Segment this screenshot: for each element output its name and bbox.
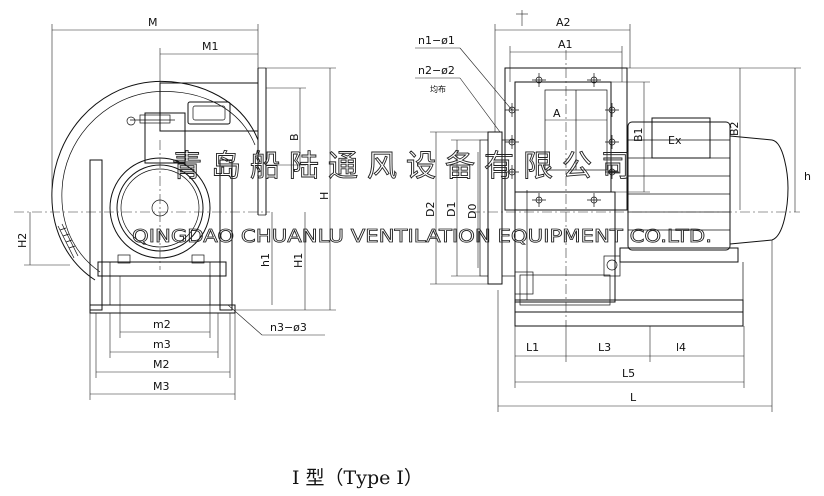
- dim-m2: m2: [153, 318, 171, 331]
- dim-M3: M3: [153, 380, 170, 393]
- dim-H2: H2: [16, 233, 29, 248]
- dim-M1: M1: [202, 40, 219, 53]
- left-view: M M1 B H H1 h1 H2 m2 m3: [14, 16, 336, 400]
- dim-A2: A2: [556, 16, 571, 29]
- dim-B2: B2: [728, 121, 741, 136]
- dim-H: H: [318, 192, 331, 200]
- dim-D0: D0: [466, 204, 479, 219]
- dim-L: L: [630, 391, 637, 404]
- dim-L1: L1: [526, 341, 539, 354]
- dim-l4: l4: [676, 341, 686, 354]
- dim-h1: h1: [259, 253, 272, 267]
- dim-B: B: [288, 133, 301, 141]
- dim-L3: L3: [598, 341, 611, 354]
- dim-H1: H1: [292, 253, 305, 268]
- dim-n2: n2−ø2: [418, 64, 455, 77]
- dim-D2: D2: [424, 202, 437, 217]
- right-view: Ex A2 A1 A B1 B2: [415, 10, 811, 412]
- dim-D1: D1: [445, 202, 458, 217]
- figure-caption: I 型（Type I）: [292, 467, 423, 489]
- dim-n1: n1−ø1: [418, 34, 455, 47]
- dim-A: A: [553, 107, 561, 120]
- dim-M: M: [148, 16, 158, 29]
- dim-A1: A1: [558, 38, 573, 51]
- dim-M2: M2: [153, 358, 170, 371]
- ex-mark: Ex: [668, 134, 682, 147]
- watermark-english: QINGDAO CHUANLU VENTILATION EQUIPMENT CO…: [132, 226, 712, 247]
- dim-B1: B1: [632, 127, 645, 142]
- dim-h: h: [804, 170, 811, 183]
- dim-n3: n3−ø3: [270, 321, 307, 334]
- watermark-chinese: 青岛船陆通风设备有限公司: [172, 149, 640, 184]
- dim-n2-note: 均布: [430, 84, 446, 94]
- dim-L5: L5: [622, 367, 635, 380]
- dim-m3: m3: [153, 338, 171, 351]
